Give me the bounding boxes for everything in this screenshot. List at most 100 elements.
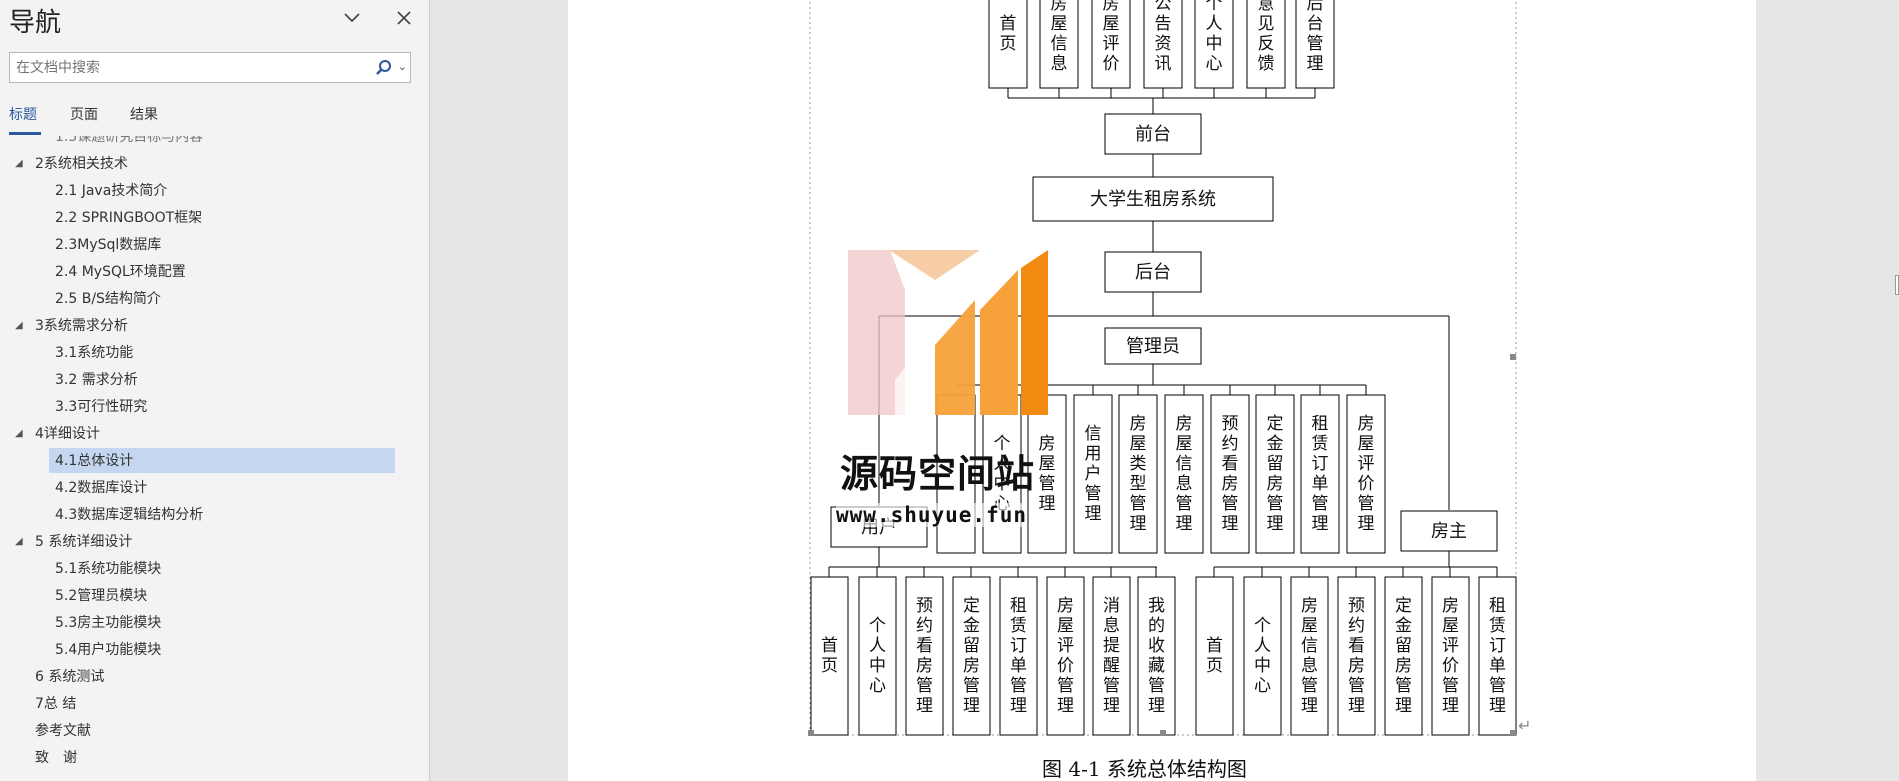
- front-item-char: 中: [1206, 34, 1223, 54]
- owner-item-char: 管: [1395, 676, 1412, 696]
- toc-item[interactable]: 3.3可行性研究: [55, 394, 147, 420]
- owner-item-char: 人: [1254, 636, 1271, 656]
- owner-item-char: 管: [1442, 676, 1459, 696]
- front-item-char: 屋: [1051, 14, 1068, 34]
- resize-handle: [1510, 354, 1516, 360]
- admin-item-char: 管: [1039, 474, 1056, 494]
- toc-item[interactable]: 1.3课题研究目标与内容: [55, 136, 203, 150]
- toc-item[interactable]: 2.4 MySQL环境配置: [55, 259, 186, 285]
- user-item-char: 评: [1057, 636, 1074, 656]
- owner-item-char: 理: [1348, 696, 1365, 716]
- front-item-box: [1246, 0, 1286, 89]
- toc-item[interactable]: 3.2 需求分析: [55, 367, 138, 393]
- owner-item-char: 心: [1254, 676, 1271, 696]
- admin-item-char: 赁: [1312, 434, 1329, 454]
- front-item-box: [1039, 0, 1079, 89]
- toc-item[interactable]: 4.2数据库设计: [55, 475, 147, 501]
- close-icon[interactable]: [390, 4, 418, 32]
- front-item-char: 意: [1258, 0, 1275, 14]
- user-item-char: 理: [1057, 696, 1074, 716]
- owner-item-char: 屋: [1301, 616, 1318, 636]
- user-item-char: 理: [1148, 696, 1165, 716]
- admin-item-char: 管: [1267, 494, 1284, 514]
- user-item-char: 单: [1010, 656, 1027, 676]
- owner-item-char: 留: [1395, 636, 1412, 656]
- owner-item-char: 单: [1489, 656, 1506, 676]
- owner-item-box: [1243, 576, 1282, 736]
- user-item-char: 管: [1103, 676, 1120, 696]
- user-item-box: [952, 576, 991, 736]
- front-item-char: 评: [1103, 34, 1120, 54]
- collapse-triangle-icon[interactable]: ◢: [15, 158, 23, 169]
- toc-item[interactable]: 7总 结: [35, 691, 76, 717]
- user-item-char: 管: [963, 676, 980, 696]
- toc-item[interactable]: 3.1系统功能: [55, 340, 133, 366]
- toc-selection: [49, 448, 395, 473]
- toc-item-label: 5.1系统功能模块: [55, 561, 162, 577]
- front-item-char: 价: [1103, 54, 1120, 74]
- watermark-logo-shape: [935, 300, 975, 415]
- toc-item-label: 4.1总体设计: [55, 453, 134, 469]
- toc-item[interactable]: ◢ 4详细设计: [15, 421, 100, 447]
- toc-item[interactable]: ◢5 系统详细设计: [15, 529, 132, 555]
- root-box: [1032, 176, 1274, 222]
- toc-item-label: 4详细设计: [35, 426, 100, 442]
- tab-pages[interactable]: 页面: [70, 107, 98, 123]
- front-item-char: 见: [1258, 14, 1275, 34]
- front-item-char: 馈: [1258, 54, 1275, 74]
- collapse-triangle-icon[interactable]: ◢: [15, 428, 23, 439]
- search-input[interactable]: [16, 57, 346, 79]
- watermark-url: www.shuyue.fun: [836, 503, 1028, 527]
- toc-item[interactable]: 5.3房主功能模块: [55, 610, 161, 636]
- toc-item[interactable]: 5.1系统功能模块: [55, 556, 161, 582]
- toc-item[interactable]: 2.1 Java技术简介: [55, 178, 167, 204]
- admin-item-char: 息: [1176, 474, 1193, 494]
- user-item-box: [810, 576, 849, 736]
- user-item-box: [1137, 576, 1176, 736]
- toc-item[interactable]: 参考文献: [35, 718, 91, 744]
- user-item-box: [905, 576, 944, 736]
- search-box[interactable]: ⌄: [9, 52, 411, 83]
- toc-item-label: 3.2 需求分析: [55, 372, 138, 388]
- admin-item-box: [1346, 394, 1386, 554]
- toc-item[interactable]: 6 系统测试: [35, 664, 104, 690]
- toc-item[interactable]: 致 谢: [35, 745, 77, 771]
- toc-item[interactable]: 4.3数据库逻辑结构分析: [55, 502, 203, 528]
- tab-headings[interactable]: 标题: [9, 107, 37, 123]
- owner-item-char: 租: [1489, 596, 1506, 616]
- admin-item-box: [1210, 394, 1250, 554]
- right-gutter: [1756, 0, 1899, 781]
- front-item-char: 心: [1206, 54, 1223, 74]
- front-item-char: 房: [1103, 0, 1120, 14]
- toc-item[interactable]: 5.4用户功能模块: [55, 637, 161, 663]
- chevron-down-icon[interactable]: [338, 4, 366, 32]
- front-item-char: 理: [1307, 54, 1324, 74]
- user-item-char: 收: [1148, 636, 1165, 656]
- toc-item[interactable]: ◢2系统相关技术: [15, 151, 128, 177]
- front-item-char: 信: [1051, 34, 1068, 54]
- collapse-triangle-icon[interactable]: ◢: [15, 536, 23, 547]
- toc-item[interactable]: 4.1总体设计: [55, 448, 133, 474]
- admin-item-char: 个: [994, 434, 1011, 454]
- search-options-icon[interactable]: ⌄: [397, 60, 407, 73]
- tab-results[interactable]: 结果: [130, 107, 158, 123]
- search-icon[interactable]: [374, 58, 394, 78]
- admin-item-char: 看: [1222, 454, 1239, 474]
- owner-box: [1400, 510, 1498, 552]
- owner-item-char: 看: [1348, 636, 1365, 656]
- owner-item-char: 预: [1348, 596, 1365, 616]
- toc-item-label: 4.3数据库逻辑结构分析: [55, 507, 204, 523]
- user-item-char: 房: [963, 656, 980, 676]
- toc-item[interactable]: ◢3系统需求分析: [15, 313, 128, 339]
- user-item-char: 看: [916, 636, 933, 656]
- user-item-char: 消: [1103, 596, 1120, 616]
- toc-item[interactable]: 5.2管理员模块: [55, 583, 147, 609]
- toc-item[interactable]: 2.3MySql数据库: [55, 232, 161, 258]
- user-item-char: 理: [963, 696, 980, 716]
- user-item-char: 人: [869, 636, 886, 656]
- front-item-char: 首: [1000, 14, 1017, 34]
- toc-item[interactable]: 2.2 SPRINGBOOT框架: [55, 205, 202, 231]
- toc-item[interactable]: 2.5 B/S结构简介: [55, 286, 161, 312]
- collapse-triangle-icon[interactable]: ◢: [15, 320, 23, 331]
